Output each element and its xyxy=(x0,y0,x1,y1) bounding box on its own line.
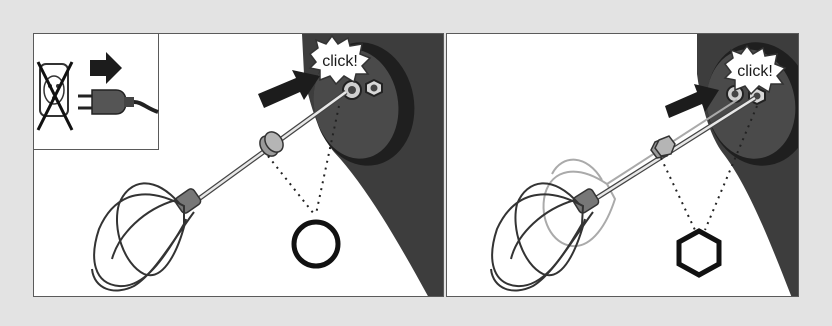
guide-lines xyxy=(660,105,758,231)
crossed-out-outlet-icon xyxy=(36,61,74,131)
right-arrow-icon xyxy=(90,52,122,84)
panel-left-drawing: click! xyxy=(91,34,443,296)
insert-arrow xyxy=(665,84,719,118)
power-plug-icon xyxy=(78,89,159,115)
hex-shaft-shape xyxy=(676,228,722,278)
click-callout: click! xyxy=(723,44,787,96)
unplug-inset xyxy=(34,34,159,150)
beater-collar xyxy=(259,131,284,157)
click-label: click! xyxy=(737,63,773,80)
whisk-head xyxy=(490,182,594,292)
beater-hub xyxy=(572,188,600,214)
click-label: click! xyxy=(322,53,358,70)
socket-hex xyxy=(365,78,383,98)
beater-hub xyxy=(174,188,202,214)
insert-arrow xyxy=(258,70,320,108)
click-callout: click! xyxy=(308,34,372,86)
panel-right-drawing: click! xyxy=(490,34,798,296)
whisk-head xyxy=(91,182,195,292)
round-shaft-shape xyxy=(291,219,341,269)
panel-right-insert-beater: click! xyxy=(446,33,799,297)
panel-left-insert-beater: click! xyxy=(33,33,444,297)
beater-hex-collar xyxy=(650,135,676,159)
guide-lines xyxy=(267,105,340,215)
